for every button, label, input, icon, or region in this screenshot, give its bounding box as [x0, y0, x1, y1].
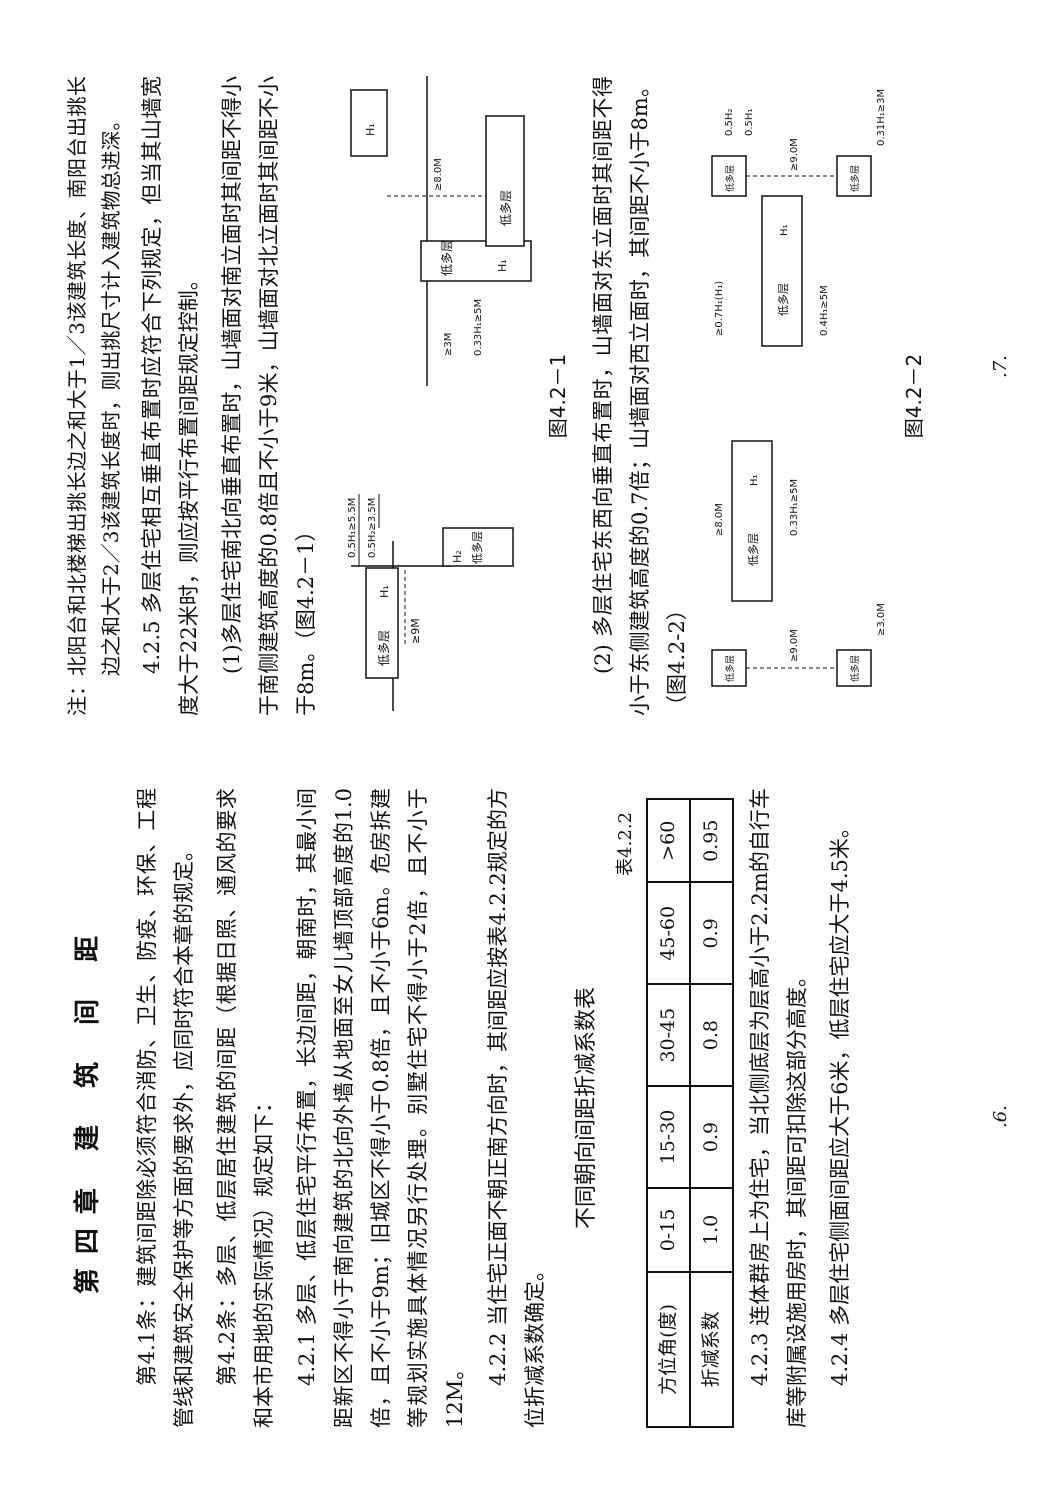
article-4-2-1: 4.2.1 多层、低层住宅平行布置，长边间距，朝南时，其最小间距新区不得小于南向… [295, 788, 467, 1428]
building-label: 低多层 [499, 190, 513, 226]
table-cell: 45-60 [647, 882, 690, 985]
dimension-label: ≥3M [443, 333, 454, 356]
building-label: 低多层 [724, 655, 736, 682]
article-4-2-4: 4.2.4 多层住宅侧面间距应大于6米，低层住宅应大于4.5米。 [828, 817, 852, 1386]
table-cell: 1.0 [690, 1187, 733, 1272]
height-label: H₂ [451, 550, 464, 563]
building-label: 低多层 [776, 283, 790, 316]
dimension-label: 0.33H₁≥5M [789, 479, 800, 536]
building-block [836, 649, 872, 687]
table-number: 表4.2.2 [615, 812, 636, 876]
building-label: 低多层 [724, 165, 736, 192]
article-4-2-3: 4.2.3 连体群房上为住宅，当北侧底层为层高小于2.2m的自行车库等附属设施用… [748, 788, 809, 1428]
article-4-2-5-1: (1)多层住宅南北向垂直布置时，山墙面对南立面时其间距不得小于南侧建筑高度的0.… [220, 76, 318, 716]
building-block [350, 89, 388, 157]
building-label: 低多层 [849, 655, 861, 682]
page-number-right: .7. [990, 355, 1011, 378]
height-label: H₁ [496, 259, 509, 272]
dimension-label: 0.33H₁≥5M [473, 299, 484, 356]
dimension-label: ≥8.0M [714, 503, 725, 536]
table-cell: 0.95 [690, 799, 733, 883]
dimension-label: 0.5H₁ [744, 109, 755, 136]
table-cell: 15-30 [647, 1086, 690, 1188]
building-label: 低多层 [746, 533, 760, 566]
building-label: 低多层 [377, 630, 391, 666]
building-block [836, 155, 872, 197]
dimension-label: 0.5H₁≥5.5M [347, 498, 358, 558]
right-page: 注： 北阳台和北楼梯出挑长边之和大于1／3该建筑长度、南阳台出挑长边之和大于2／… [60, 76, 941, 716]
article-4-2: 第4.2条：多层、低层居住建筑的间距（根据日照、通风的要求和本市用地的实际情况）… [215, 788, 276, 1428]
note-text: 北阳台和北楼梯出挑长边之和大于1／3该建筑长度、南阳台出挑长边之和大于2／3该建… [65, 76, 123, 676]
dimension-label: 0.5H₂≥3.5M [367, 498, 378, 558]
table-cell: 0-15 [647, 1187, 690, 1272]
building-label: 低多层 [849, 165, 861, 192]
dimension-label: ≥0.7H₁(H₁) [714, 281, 725, 336]
orientation-reduction-table: 方位角(度) 0-15 15-30 30-45 45-60 >60 折减系数 1… [646, 798, 734, 1428]
building-block [365, 567, 399, 679]
dimension-label: ≥9.0M [789, 629, 800, 662]
figure-caption: 图4.2－1 [546, 353, 570, 439]
figure-4-2-1-drawing: 低多层 H₁ H₂ 低多层 ≥9M 0.5H₁≥5.5M 0.5H₂≥3.5M … [347, 76, 532, 711]
table-cell: 30-45 [647, 984, 690, 1087]
building-block [485, 115, 525, 247]
table-row: 方位角(度) 0-15 15-30 30-45 45-60 >60 [647, 799, 690, 1427]
dimension-label: 0.4H₁≥5M [819, 285, 830, 336]
figure-4-2-2: 低多层 低多层 低多层 H₁ ≥9.0M ≥8.0M 0.33H₁≥5M ≥3.… [702, 76, 933, 716]
table-cell: 0.9 [690, 1086, 733, 1188]
article-4-2-2: 4.2.2 当住宅正面不朝正南方向时，其间距应按表4.2.2规定的方位折减系数确… [486, 788, 547, 1428]
table-cell: 0.8 [690, 984, 733, 1087]
note-label: 注： [65, 676, 89, 716]
height-label: H₁ [364, 123, 377, 136]
table-header-cell: 折减系数 [690, 1271, 733, 1427]
table-cell: 0.9 [690, 882, 733, 985]
dimension-label: 0.31H₁≥3M [876, 89, 887, 146]
article-4-2-5-2: (2) 多层住宅东西向垂直布置时，山墙面对东立面时其间距不得小于东侧建筑高度的0… [591, 76, 689, 716]
dimension-label: 0.5H₂ [724, 109, 735, 136]
dimension-label: ≥9.0M [789, 138, 800, 171]
figure-4-2-1: 低多层 H₁ H₂ 低多层 ≥9M 0.5H₁≥5.5M 0.5H₂≥3.5M … [331, 76, 577, 716]
building-block [420, 240, 532, 282]
figure-caption: 图4.2－2 [902, 353, 926, 439]
table-header-cell: 方位角(度) [647, 1271, 690, 1427]
page-number-left: .6. [990, 1105, 1011, 1128]
height-label: H₁ [779, 224, 790, 236]
figure-4-2-2-drawing: 低多层 低多层 低多层 H₁ ≥9.0M ≥8.0M 0.33H₁≥5M ≥3.… [711, 89, 887, 687]
table-title: 不同朝向间距折减系数表 [574, 987, 599, 1230]
article-4-2-5: 4.2.5 多层住宅相互垂直布置时应符合下列规定，但当其山墙宽度大于22米时，则… [140, 76, 201, 716]
building-label: 低多层 [440, 240, 454, 276]
table-cell: >60 [647, 799, 690, 883]
dimension-label: ≥3.0M [876, 603, 887, 636]
height-label: H₁ [378, 585, 391, 598]
building-block [731, 440, 773, 602]
building-label: 低多层 [470, 531, 484, 564]
dimension-label: ≥9M [409, 618, 422, 644]
table-row: 折减系数 1.0 0.9 0.8 0.9 0.95 [690, 799, 733, 1427]
left-page: 第四章 建 筑 间 距 第4.1条：建筑间距除必须符合消防、卫生、防疫、环保、工… [70, 788, 865, 1428]
article-4-1: 第4.1条：建筑间距除必须符合消防、卫生、防疫、环保、工程管线和建筑安全保护等方… [135, 788, 196, 1428]
chapter-title: 第四章 建 筑 间 距 [73, 921, 103, 1295]
height-label: H₁ [749, 474, 760, 486]
note: 注： 北阳台和北楼梯出挑长边之和大于1／3该建筑长度、南阳台出挑长边之和大于2／… [60, 76, 128, 716]
building-block [442, 527, 514, 567]
building-block [761, 195, 803, 347]
dimension-label: ≥8.0M [433, 158, 444, 191]
